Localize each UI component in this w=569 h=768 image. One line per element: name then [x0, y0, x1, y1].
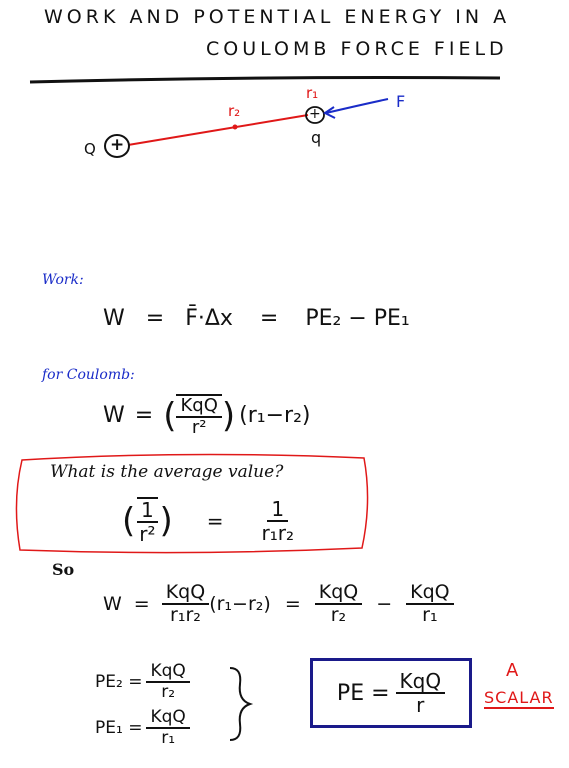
coulomb-equation: W = ( KqQ r² ) (r₁−r₂) [103, 394, 311, 438]
pe2-definition: PE₂ = KqQ r₂ [95, 662, 190, 701]
average-rhs-num: 1 [267, 498, 289, 522]
work-dx: ·Δx [197, 306, 233, 331]
so-fraction-2: KqQ r₂ [314, 582, 363, 626]
separation-line [127, 114, 309, 146]
work-pe-difference: PE₂ − PE₁ [305, 306, 410, 331]
coulomb-fraction: KqQ r² [176, 394, 222, 438]
average-rhs-fraction: 1 r₁r₂ [258, 498, 298, 544]
work-equals-2: = [259, 306, 279, 331]
pe2-num: KqQ [146, 662, 190, 683]
pe2-den: r₂ [161, 681, 176, 702]
so-minus: − [376, 592, 393, 615]
force-label: F [396, 92, 406, 111]
pe1-fraction: KqQ r₁ [146, 708, 190, 748]
result-num: KqQ [395, 670, 446, 694]
title-line-1: WORK AND POTENTIAL ENERGY IN A [44, 6, 511, 28]
so-W: W [103, 592, 122, 615]
result-den: r [416, 693, 425, 717]
so-fraction-3: KqQ r₁ [406, 582, 454, 626]
result-fraction: KqQ r [395, 670, 446, 717]
work-W: W [103, 306, 125, 331]
so-equals: = [133, 592, 150, 615]
charge-q-circle [305, 106, 325, 124]
title-line-2: COULOMB FORCE FIELD [206, 38, 508, 60]
so-f1-tail: (r₁−r₂) [209, 592, 271, 615]
charge-q-plus: + [309, 106, 321, 122]
coulomb-equals: = [134, 403, 154, 429]
average-rhs-den: r₁r₂ [261, 521, 295, 545]
scalar-a: A [506, 660, 519, 681]
so-f1-den: r₁r₂ [170, 603, 201, 626]
pe1-num: KqQ [146, 708, 190, 729]
average-equals: = [206, 509, 224, 533]
coulomb-tail: (r₁−r₂) [239, 403, 311, 429]
average-lhs-num: 1 [137, 497, 158, 523]
so-f3-num: KqQ [406, 582, 454, 605]
pe2-lhs: PE₂ = [95, 671, 143, 692]
coulomb-label: for Coulomb: [42, 367, 135, 383]
average-lhs-den: r² [139, 522, 156, 546]
so-equals-2: = [284, 592, 301, 615]
coulomb-denominator: r² [191, 416, 207, 438]
work-equals: = [145, 306, 165, 331]
pe-brace [229, 667, 254, 741]
charge-Q-circle [104, 134, 130, 158]
so-f2-num: KqQ [314, 582, 363, 605]
so-f1-num: KqQ [161, 582, 210, 605]
pe1-den: r₁ [161, 727, 176, 748]
pe1-definition: PE₁ = KqQ r₁ [95, 708, 190, 747]
charge-diagram [104, 98, 389, 158]
so-label: So [52, 560, 75, 579]
average-equation: ( 1 r² ) = 1 r₁r₂ [122, 497, 298, 545]
pe1-lhs: PE₁ = [95, 717, 143, 738]
pe2-fraction: KqQ r₂ [146, 662, 190, 702]
result-lhs: PE = [336, 680, 390, 706]
r2-point [232, 124, 238, 130]
so-f3-den: r₁ [422, 603, 438, 626]
charge-Q-plus: + [110, 135, 125, 155]
coulomb-W: W [103, 403, 125, 429]
r1-label: r₁ [306, 84, 319, 102]
charge-q-label: q [311, 128, 322, 147]
coulomb-numerator: KqQ [176, 394, 222, 418]
so-fraction-1: KqQ r₁r₂ [161, 582, 210, 626]
average-question: What is the average value? [50, 462, 284, 482]
force-arrow [325, 98, 389, 114]
work-force: F̄ [185, 306, 198, 331]
result-box: PE = KqQ r [310, 658, 472, 728]
scalar-word: SCALAR [484, 688, 554, 709]
charge-Q-label: Q [84, 140, 96, 158]
average-lhs-fraction: 1 r² [135, 497, 159, 545]
average-box [15, 453, 369, 554]
r2-label: r₂ [228, 102, 241, 120]
so-f2-den: r₂ [330, 603, 347, 626]
title-underline [29, 76, 501, 84]
work-equation: W = F̄·Δx = PE₂ − PE₁ [103, 306, 410, 331]
so-equation: W = KqQ r₁r₂ (r₁−r₂) = KqQ r₂ − KqQ r₁ [103, 582, 454, 626]
work-label: Work: [42, 272, 84, 288]
